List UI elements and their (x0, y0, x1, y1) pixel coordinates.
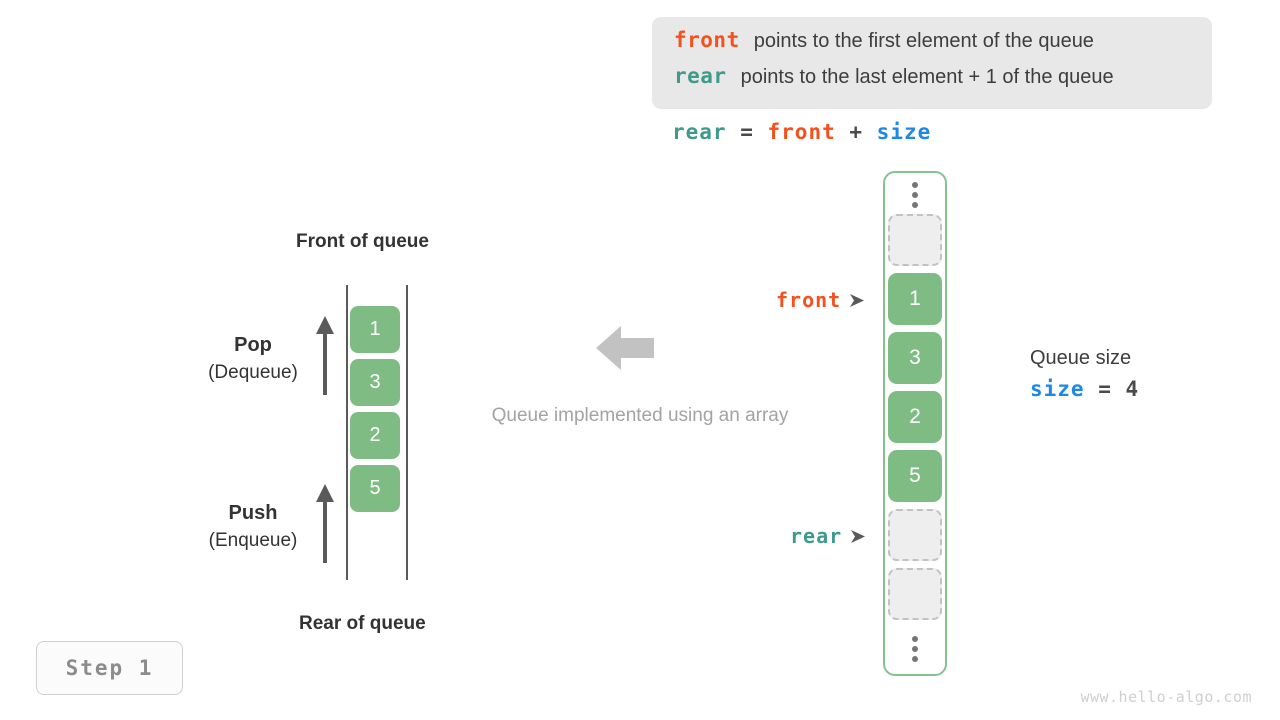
queue-size-value-line: size = 4 (1030, 373, 1139, 405)
array-bottom-ellipsis-icon (912, 636, 918, 662)
array-slot-filled: 5 (888, 450, 942, 502)
formula-equals-token: = (726, 120, 768, 144)
queue-cell: 5 (350, 465, 400, 512)
rear-pointer-text: rear (790, 524, 843, 548)
push-operation-label: Push (Enqueue) (178, 500, 328, 556)
push-arrow-icon (316, 484, 334, 563)
pop-arrow-icon (316, 316, 334, 395)
formula-rear-equals-front-plus-size: rear = front + size (672, 120, 931, 144)
legend-line-rear: rear points to the last element + 1 of t… (674, 64, 1190, 100)
queue-cell: 3 (350, 359, 400, 406)
array-slot-empty (888, 568, 942, 620)
formula-rear-token: rear (672, 120, 727, 144)
formula-size-token: size (876, 120, 932, 144)
front-pointer-text: front (776, 288, 842, 312)
rear-description: points to the last element + 1 of the qu… (740, 66, 1114, 88)
rear-pointer-label: rear (790, 524, 866, 548)
push-operation-alt: (Enqueue) (208, 530, 298, 551)
queue-rail-left (346, 285, 348, 580)
array-slot-empty (888, 509, 942, 561)
left-arrow-icon (596, 326, 654, 370)
array-slot-filled: 2 (888, 391, 942, 443)
implementation-caption: Queue implemented using an array (491, 405, 789, 426)
pop-operation-alt: (Dequeue) (208, 362, 298, 383)
watermark: www.hello-algo.com (1080, 688, 1252, 706)
front-keyword: front (674, 28, 740, 52)
pop-operation-name: Pop (234, 334, 272, 356)
pop-operation-label: Pop (Dequeue) (178, 332, 328, 388)
array-container (883, 171, 947, 676)
legend-box: front points to the first element of the… (652, 17, 1212, 109)
queue-rail-right (406, 285, 408, 580)
step-badge: Step 1 (36, 641, 183, 695)
formula-plus-token: + (835, 120, 877, 144)
size-variable-token: size (1030, 377, 1085, 401)
size-number-token: 4 (1125, 377, 1140, 401)
queue-cell: 1 (350, 306, 400, 353)
array-slot-filled: 1 (888, 273, 942, 325)
push-operation-name: Push (228, 502, 278, 524)
front-pointer-label: front (776, 288, 865, 312)
size-equals-token: = (1084, 377, 1126, 401)
legend-line-front: front points to the first element of the… (674, 28, 1190, 64)
pointer-arrowhead-icon (851, 529, 866, 543)
queue-size-title: Queue size (1030, 347, 1132, 369)
array-slot-empty (888, 214, 942, 266)
array-slot-filled: 3 (888, 332, 942, 384)
pointer-arrowhead-icon (850, 293, 865, 307)
queue-size-note: Queue size size = 4 (1030, 343, 1139, 405)
queue-cell: 2 (350, 412, 400, 459)
front-of-queue-label: Front of queue (296, 231, 429, 252)
formula-front-token: front (767, 120, 836, 144)
array-top-ellipsis-icon (912, 182, 918, 208)
rear-keyword: rear (674, 64, 727, 88)
rear-of-queue-label: Rear of queue (299, 613, 426, 634)
front-description: points to the first element of the queue (753, 30, 1094, 52)
